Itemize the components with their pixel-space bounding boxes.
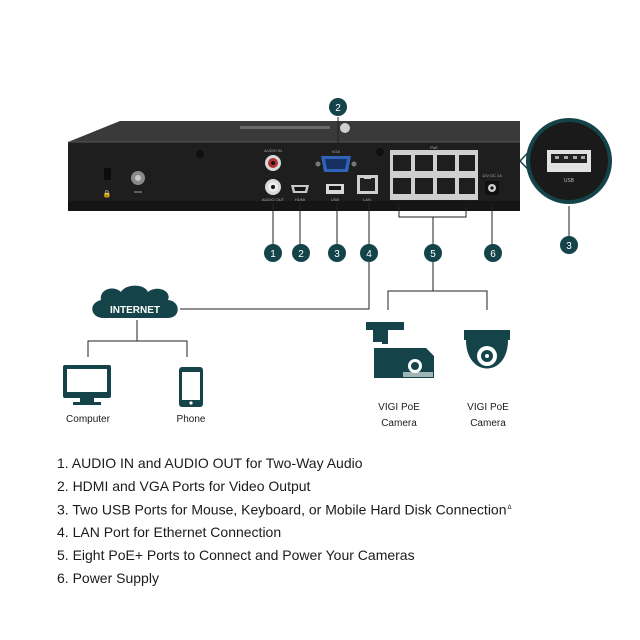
svg-text:5: 5: [430, 249, 436, 260]
camera-label-2: VIGI PoE Camera: [453, 400, 523, 432]
callout-2: 2: [292, 244, 310, 262]
callout-5: 5: [424, 244, 442, 262]
svg-text:PoE: PoE: [430, 145, 438, 150]
svg-text:INTERNET: INTERNET: [110, 305, 160, 316]
camera-label-1-line2: Camera: [381, 418, 417, 429]
feature-item: 5. Eight PoE+ Ports to Connect and Power…: [57, 547, 415, 564]
phone-icon: [179, 367, 203, 407]
audio-ports: [265, 155, 281, 195]
svg-text:3: 3: [334, 249, 340, 260]
callout-2-top: 2: [329, 98, 347, 116]
feature-item: 2. HDMI and VGA Ports for Video Output: [57, 477, 311, 494]
lan-port: [357, 175, 378, 194]
feature-item: 4. LAN Port for Ethernet Connection: [57, 524, 282, 541]
client-label-computer: Computer: [66, 414, 110, 425]
svg-text:🔒: 🔒: [103, 190, 112, 198]
camera-label-1-line1: VIGI PoE: [378, 402, 420, 413]
callout-3-zoom: 3: [560, 236, 578, 254]
callout-lines: [87, 117, 570, 357]
camera-label-2-line2: Camera: [470, 418, 506, 429]
callout-4: 4: [360, 244, 378, 262]
hdmi-port: [291, 185, 309, 193]
tp-link-logo: [240, 123, 350, 133]
svg-text:6: 6: [490, 249, 496, 260]
feature-item: 6. Power Supply: [57, 569, 159, 586]
svg-text:1: 1: [270, 249, 276, 260]
callout-6: 6: [484, 244, 502, 262]
svg-text:12V DC 2A: 12V DC 2A: [482, 173, 502, 178]
svg-text:USB: USB: [564, 178, 575, 184]
svg-text:LAN: LAN: [363, 197, 371, 202]
svg-text:3: 3: [566, 241, 572, 252]
feature-item: 1. AUDIO IN and AUDIO OUT for Two-Way Au…: [57, 455, 363, 471]
footnote-mark: Δ: [507, 505, 512, 512]
internet-cloud: INTERNET: [92, 285, 178, 318]
ground-screw-icon: [131, 171, 145, 193]
vga-port: [315, 156, 357, 172]
poe-ports: [390, 150, 478, 200]
feature-item: 3. Two USB Ports for Mouse, Keyboard, or…: [57, 501, 512, 518]
svg-text:AUDIO IN: AUDIO IN: [264, 148, 282, 153]
svg-text:USB: USB: [331, 197, 340, 202]
callout-3: 3: [328, 244, 346, 262]
usb-port: [326, 184, 344, 194]
client-label-phone: Phone: [176, 414, 206, 425]
power-port: [485, 181, 499, 195]
svg-text:4: 4: [366, 249, 372, 260]
bullet-camera-icon: [366, 322, 434, 378]
svg-text:VGA: VGA: [332, 149, 341, 154]
callout-1: 1: [264, 244, 282, 262]
usb-zoom: USB: [519, 118, 612, 204]
kensington-lock-slot: [104, 168, 111, 180]
svg-text:HDMI: HDMI: [295, 197, 305, 202]
camera-label-2-line1: VIGI PoE: [467, 402, 509, 413]
callout-badges: 2 1 2 3 4 5 6 3: [264, 98, 578, 262]
svg-text:AUDIO OUT: AUDIO OUT: [262, 197, 285, 202]
turret-camera-icon: [464, 330, 510, 369]
camera-label-1: VIGI PoE Camera: [364, 400, 434, 432]
monitor-icon: [63, 365, 111, 405]
nvr-device: 🔒 AUDIO IN AUDIO OUT HDMI: [68, 121, 520, 211]
svg-text:2: 2: [335, 103, 341, 114]
feature-list: 1. AUDIO IN and AUDIO OUT for Two-Way Au…: [57, 452, 512, 589]
svg-text:2: 2: [298, 249, 304, 260]
